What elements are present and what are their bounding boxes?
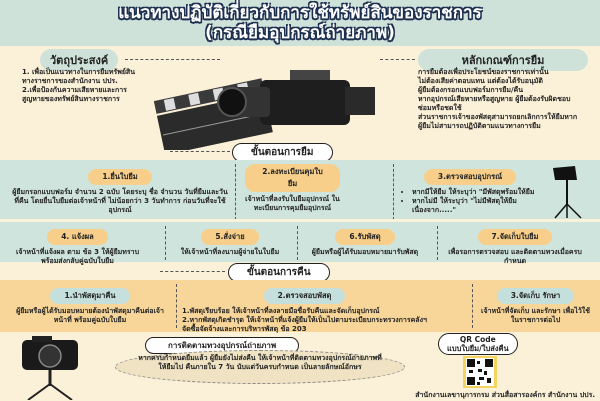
divider	[235, 164, 236, 220]
step-text: ผู้ยืมกรอกแบบฟอร์ม จำนวน 2 ฉบับ โดยระบุ …	[12, 188, 228, 214]
step-bullet: หากมีให้ยืม ให้ระบุว่า "มีพัสดุพร้อมให้ย…	[412, 188, 540, 197]
camera-tripod-illustration	[22, 336, 78, 400]
borrow-step-4: 4. แจ้งผล เจ้าหน้าที่แจ้งผล ตาม ข้อ 3 ให…	[10, 224, 145, 266]
step-title: 2.ตรวจสอบพัสดุ	[263, 288, 346, 304]
title-line1: แนวทางปฏิบัติเกี่ยวกับการใช้ทรัพย์สินของ…	[118, 3, 482, 23]
principle-item: ผู้ยืมต้องกรอกแบบฟอร์มการยืม/คืน	[418, 86, 524, 94]
divider	[297, 226, 298, 260]
borrow-step-2: 2.ลงทะเบียนคุมใบยืม เจ้าหน้าที่ลงรับใบยื…	[245, 164, 340, 213]
objectives-list: 1. เพื่อเป็นแนวทางในการยืมทรัพย์สินทางรา…	[22, 68, 137, 104]
step-title: 6.รับพัสดุ	[335, 229, 395, 245]
step-text: เจ้าหน้าที่จัดเก็บ และรักษา เพื่อไว้ใช้ …	[481, 307, 590, 324]
borrow-heading-row: ขั้นตอนการยืม	[0, 142, 600, 162]
step-text: ให้เจ้าหน้าที่ลงนามผู้จ่ายในใบยืม	[180, 248, 280, 256]
divider	[170, 151, 230, 152]
qr-label-line1: QR Code	[459, 335, 496, 344]
step-title: 1.ยื่นใบยืม	[88, 169, 152, 185]
principles-list: การยืมต้องเพื่อประโยชน์ของราชการเท่านั้น…	[418, 68, 578, 131]
divider	[472, 284, 473, 328]
divider	[380, 59, 415, 60]
divider	[437, 226, 438, 260]
divider	[393, 164, 394, 220]
principles-heading: หลักเกณฑ์การยืม	[418, 49, 588, 71]
divider	[0, 219, 600, 222]
borrow-step-7: 7.จัดเก็บใบยืม เพื่อรอการตรวจสอบ และติดต…	[445, 224, 585, 266]
divider	[160, 271, 225, 272]
step-bullet: หากไม่มี ให้ระบุว่า "ไม่มีพัสดุให้ยืมเนื…	[412, 197, 540, 215]
title-line2: (กรณียืมอุปกรณ์ถ่ายภาพ)	[205, 23, 395, 43]
footer-text: สำนักงานเลขานุการกรม ส่วนสื่อสารองค์กร ส…	[415, 391, 595, 399]
objective-item: 2.เพื่อป้องกันความเสียหายและการสูญหายของ…	[22, 86, 127, 103]
page-header: แนวทางปฏิบัติเกี่ยวกับการใช้ทรัพย์สินของ…	[0, 0, 600, 46]
principle-item: การยืมต้องเพื่อประโยชน์ของราชการเท่านั้น	[418, 68, 549, 76]
borrow-steps-panel: 1.ยื่นใบยืม ผู้ยืมกรอกแบบฟอร์ม จำนวน 2 ฉ…	[0, 160, 600, 265]
video-camera-clapperboard-illustration	[153, 70, 375, 150]
step-title: 3.จัดเก็บ รักษา	[496, 288, 575, 304]
step-title: 7.จัดเก็บใบยืม	[477, 229, 553, 245]
principle-item: ไม่ต้องเสียค่าตอบแทน แต่ต้องได้รับอนุมัต…	[418, 77, 543, 85]
step-title: 1.นำพัสดุมาคืน	[50, 288, 130, 304]
objective-item: 1. เพื่อเป็นแนวทางในการยืมทรัพย์สินทางรา…	[22, 68, 135, 85]
return-step-2: 2.ตรวจสอบพัสดุ 1.พัสดุเรียบร้อย ให้เจ้าห…	[182, 283, 427, 334]
step-text: เจ้าหน้าที่แจ้งผล ตาม ข้อ 3 ให้ผู้ยืมทรา…	[15, 248, 140, 265]
divider	[125, 59, 220, 60]
step-item: 2.หากพัสดุเกิดชำรุด ให้เจ้าหน้าที่แจ้งผู…	[182, 316, 427, 333]
step-text: ผู้ยืมหรือผู้ได้รับมอบหมายต้องนำพัสดุมาค…	[16, 307, 164, 324]
return-heading-row: ขั้นตอนการคืน	[0, 262, 600, 282]
step-title: 5.สั่งจ่าย	[201, 229, 259, 245]
qr-label: QR Code แบบใบยืม/ใบส่งคืน	[438, 333, 518, 355]
studio-light-icon	[553, 166, 582, 219]
return-step-3: 3.จัดเก็บ รักษา เจ้าหน้าที่จัดเก็บ และรั…	[478, 283, 593, 325]
step-text: ผู้ยืมหรือผู้ได้รับมอบหมายมารับพัสดุ	[311, 248, 419, 256]
principle-item: ส่วนราชการเจ้าของพัสดุสามารถยกเลิกการให้…	[418, 113, 578, 130]
borrow-step-3: 3.ตรวจสอบอุปกรณ์ หากมีให้ยืม ให้ระบุว่า …	[400, 164, 540, 215]
return-step-1: 1.นำพัสดุมาคืน ผู้ยืมหรือผู้ได้รับมอบหมา…	[10, 283, 170, 325]
qr-code[interactable]	[463, 356, 497, 388]
borrow-step-5: 5.สั่งจ่าย ให้เจ้าหน้าที่ลงนามผู้จ่ายในใ…	[175, 224, 285, 257]
step-text: เพื่อรอการตรวจสอบ และติดตามทวงเมื่อครบกำ…	[448, 248, 582, 265]
borrow-step-6: 6.รับพัสดุ ผู้ยืมหรือผู้ได้รับมอบหมายมาร…	[305, 224, 425, 257]
principle-item: หากอุปกรณ์เสียหายหรือสูญหาย ผู้ยืมต้องรั…	[418, 95, 571, 112]
step-title: 3.ตรวจสอบอุปกรณ์	[423, 169, 517, 185]
objectives-heading: วัตถุประสงค์	[40, 49, 119, 71]
step-title: 4. แจ้งผล	[47, 229, 108, 245]
followup-text: หากครบกำหนดยืมแล้ว ผู้ยืมยังไม่ส่งคืน ให…	[115, 350, 405, 384]
step-text: เจ้าหน้าที่ลงรับใบยืมอุปกรณ์ ในทะเบียนกา…	[245, 195, 340, 212]
divider	[165, 226, 166, 260]
qr-label-line2: แบบใบยืม/ใบส่งคืน	[447, 344, 509, 353]
step-title: 2.ลงทะเบียนคุมใบยืม	[245, 164, 340, 192]
divider	[176, 284, 177, 328]
step-item: 1.พัสดุเรียบร้อย ให้เจ้าหน้าที่ลงลายมือช…	[182, 307, 380, 315]
return-steps-panel: 1.นำพัสดุมาคืน ผู้ยืมหรือผู้ได้รับมอบหมา…	[0, 280, 600, 334]
borrow-step-1: 1.ยื่นใบยืม ผู้ยืมกรอกแบบฟอร์ม จำนวน 2 ฉ…	[10, 164, 230, 215]
